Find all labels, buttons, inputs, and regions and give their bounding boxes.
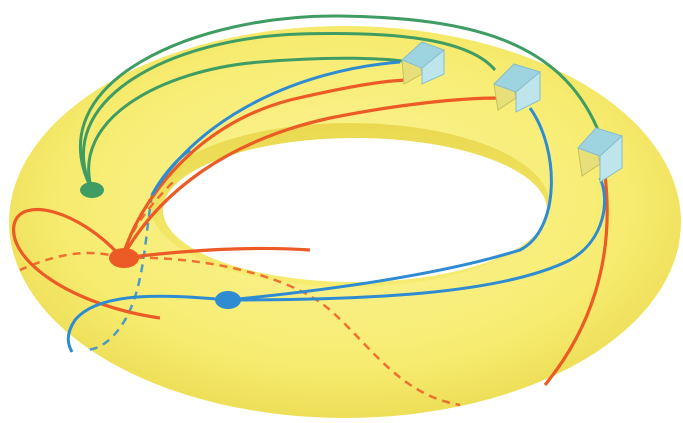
green-utility-node <box>80 182 104 198</box>
red-utility-node <box>109 248 139 268</box>
blue-utility-node <box>215 291 241 309</box>
